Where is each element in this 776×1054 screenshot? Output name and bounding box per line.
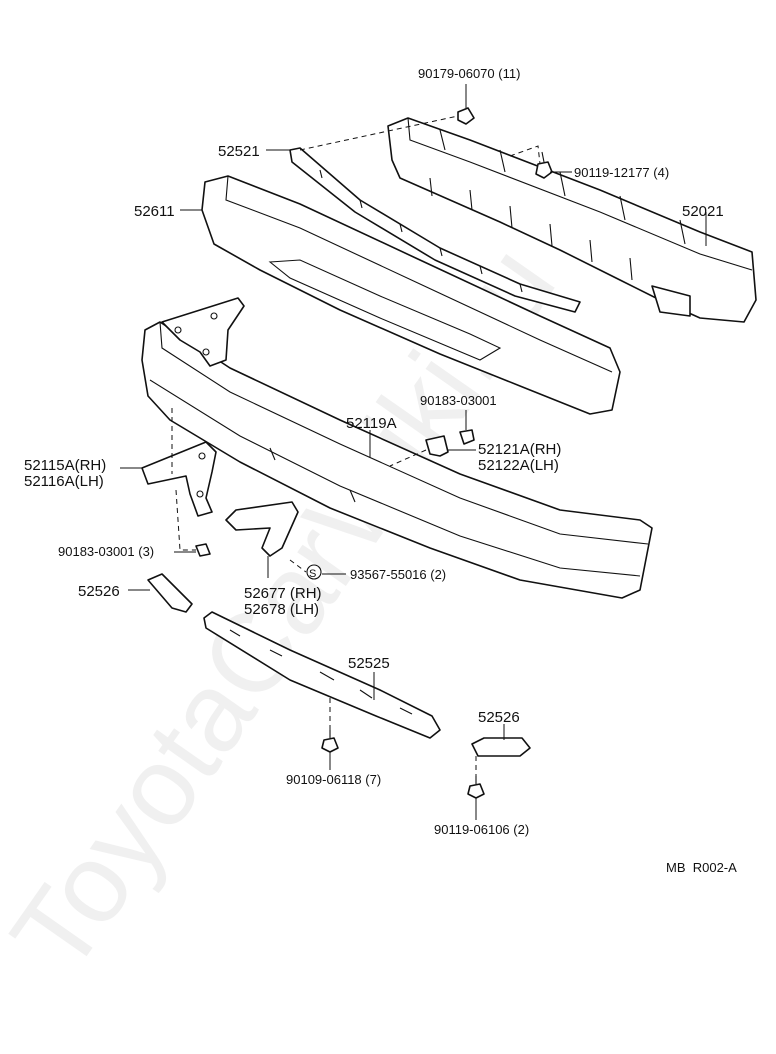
bumper-retainer-strip[interactable] [289,147,581,313]
nut-90183-upper-icon [459,429,475,445]
clip-bracket[interactable] [425,435,449,457]
side-bracket[interactable] [141,441,217,517]
label-90183-03001-upper: 90183-03001 [420,393,497,408]
bolt-90119-06106-icon [467,776,485,799]
label-90119-06106: 90119-06106 (2) [434,822,529,837]
label-90179-06070: 90179-06070 (11) [418,66,520,81]
front-bumper-cover[interactable] [141,321,653,599]
s-mark: S [309,568,316,580]
label-52521: 52521 [218,143,260,160]
lower-spoiler-bar[interactable] [203,611,441,739]
diagram-code: MB R002-A [666,860,737,875]
label-52525: 52525 [348,655,390,672]
label-52116A: 52116A(LH) [24,473,104,490]
bumper-stay[interactable] [225,501,299,557]
pad-right[interactable] [471,737,531,757]
label-52115A: 52115A(RH) [24,457,106,474]
label-90183-03001-lower: 90183-03001 (3) [58,544,154,559]
label-52122A: 52122A(LH) [478,457,559,474]
label-52611: 52611 [134,203,175,220]
screw-s-mark-icon: S [306,564,322,580]
corner-bracket[interactable] [161,297,245,367]
nut-90183-lower-icon [195,543,211,557]
label-93567-55016: 93567-55016 (2) [350,567,446,582]
label-52526-right: 52526 [478,709,520,726]
label-52677: 52677 (RH) [244,585,322,602]
upper-bumper-bar[interactable] [201,175,621,415]
label-52121A: 52121A(RH) [478,441,561,458]
label-90119-12177: 90119-12177 (4) [574,165,669,180]
label-52526-left: 52526 [78,583,120,600]
bolt-90119-12177-icon [535,151,553,179]
pad-left[interactable] [147,573,193,613]
bolt-90109-icon [321,730,339,753]
label-52021: 52021 [682,203,724,220]
nut-90179-icon [457,107,475,125]
label-52678: 52678 (LH) [244,601,319,618]
label-52119A: 52119A [346,415,397,432]
label-90109-06118: 90109-06118 (7) [286,772,381,787]
bumper-reinforcement[interactable] [387,117,757,323]
